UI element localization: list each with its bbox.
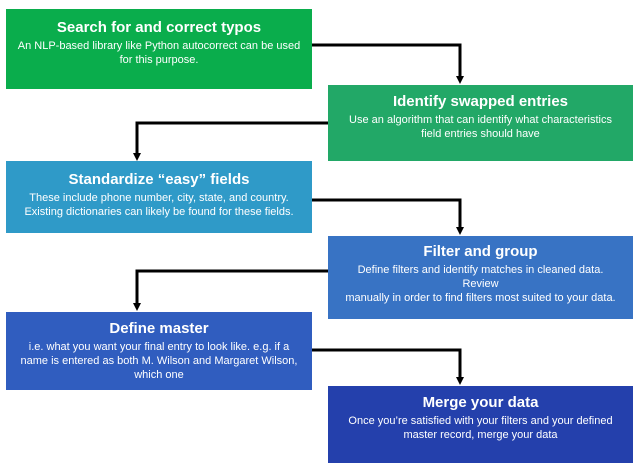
- step-description: Define filters and identify matches in c…: [345, 264, 616, 304]
- step-title: Standardize “easy” fields: [68, 171, 250, 188]
- step-description: Use an algorithm that can identify what …: [349, 114, 612, 140]
- arrow-1-to-2: [312, 43, 464, 84]
- step-description: i.e. what you want your final entry to l…: [20, 341, 298, 381]
- arrow-4-to-5: [133, 269, 328, 311]
- step-description: An NLP-based library like Python autocor…: [17, 40, 301, 66]
- step-description: These include phone number, city, state,…: [24, 192, 294, 218]
- step-filter-group: Filter and group Define filters and iden…: [328, 236, 633, 319]
- step-standardize-fields: Standardize “easy” fields These include …: [6, 161, 312, 233]
- step-search-typos: Search for and correct typos An NLP-base…: [6, 9, 312, 89]
- arrow-5-to-6: [312, 348, 464, 385]
- step-title: Identify swapped entries: [392, 93, 569, 110]
- arrow-2-to-3: [133, 121, 328, 161]
- step-title: Define master: [109, 320, 209, 337]
- step-title: Merge your data: [422, 394, 539, 411]
- step-title: Filter and group: [423, 243, 538, 260]
- step-define-master: Define master i.e. what you want your fi…: [6, 312, 312, 390]
- step-description: Once you’re satisfied with your filters …: [348, 415, 613, 441]
- arrow-3-to-4: [312, 198, 464, 235]
- step-merge-data: Merge your data Once you’re satisfied wi…: [328, 386, 633, 463]
- step-title: Search for and correct typos: [56, 19, 262, 36]
- step-identify-swapped: Identify swapped entries Use an algorith…: [328, 85, 633, 161]
